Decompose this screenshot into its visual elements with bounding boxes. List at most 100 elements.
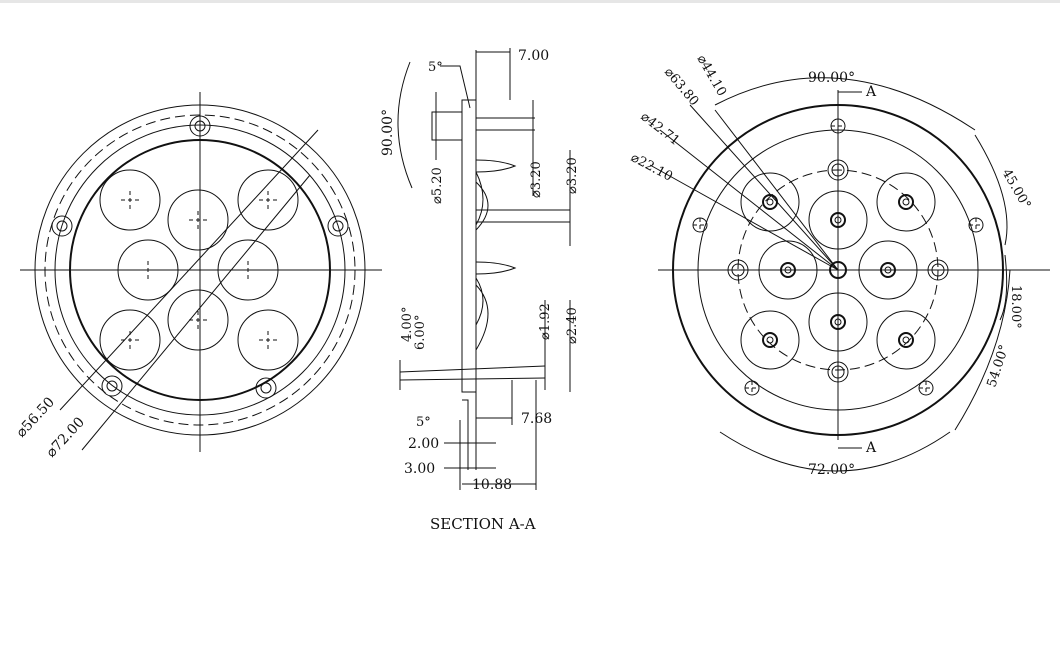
right-cavity-6	[808, 292, 868, 352]
leader-d4410	[714, 109, 839, 271]
mid-passage	[476, 209, 570, 223]
right-pin-outer-3	[827, 361, 849, 383]
bolt-hole-inner-1	[56, 220, 68, 232]
right-pin-inner-2	[931, 263, 945, 277]
arc-72deg	[719, 431, 951, 472]
dim-chamfer-bottom: 5°	[416, 415, 431, 430]
right-cavity-pin-4	[884, 266, 892, 274]
leader-d4271	[659, 129, 839, 271]
dim-768: 7.68	[521, 411, 552, 427]
dim-a45: 45.00°	[999, 167, 1034, 212]
section-view: 7.00 5° 90.00° ⌀5.20 ⌀3.20 ⌀3.20 4.00° 6…	[380, 48, 580, 533]
cavity-holes	[99, 169, 299, 371]
lobe-3	[475, 261, 517, 275]
arc-45deg	[974, 134, 1008, 246]
dim-d4410: ⌀44.10	[694, 53, 730, 100]
right-cavity-core-5	[762, 332, 778, 348]
dim-angle-90: 90.00°	[380, 109, 396, 156]
right-pin-inner-1	[731, 263, 745, 277]
bottom-stem	[462, 399, 469, 470]
right-cavity-pin-0	[766, 198, 774, 206]
cavity-hole-6	[167, 289, 229, 351]
dim-angle-4: 4.00°	[400, 307, 415, 342]
right-pin-outer-2	[927, 259, 949, 281]
bolt-hole-outer-4	[255, 377, 277, 399]
bolt-holes	[51, 115, 349, 399]
section-body	[461, 99, 477, 393]
right-cavity-pin-7	[902, 336, 910, 344]
right-cavity-core-3	[780, 262, 796, 278]
leader-d5650	[59, 129, 319, 411]
bolt-hole-outer-2	[327, 215, 349, 237]
leader-d6380	[689, 104, 839, 271]
cavity-hole-3	[117, 239, 179, 301]
top-bore	[431, 100, 463, 141]
right-cavity-core-2	[898, 194, 914, 210]
dim-d320a: ⌀3.20	[529, 161, 544, 198]
cavity-hole-5	[99, 309, 161, 371]
dim-a90: 90.00°	[808, 70, 855, 86]
leader-d2210	[649, 164, 839, 271]
right-cavity-2	[876, 172, 936, 232]
dim-700: 7.00	[518, 48, 549, 64]
top-view: ⌀44.10 ⌀63.80 ⌀42.71 ⌀22.10 90.00° 45.00…	[628, 53, 1050, 478]
right-cavity-pin-5	[766, 336, 774, 344]
right-cavity-holes	[740, 172, 936, 370]
right-cavity-core-4	[880, 262, 896, 278]
bolt-hole-inner-0	[194, 120, 206, 132]
section-markers	[838, 91, 862, 449]
right-cavity-pin-2	[902, 198, 910, 206]
right-pin-outer-1	[727, 259, 749, 281]
right-cavity-3	[758, 240, 818, 300]
dim-1088: 10.88	[472, 477, 512, 493]
dim-bore: ⌀5.20	[430, 167, 445, 204]
cavity-hole-0	[99, 169, 161, 231]
lobe-4	[475, 277, 489, 351]
dim-d240: ⌀2.40	[565, 307, 580, 344]
cavity-hole-1	[167, 189, 229, 251]
right-cavity-5	[740, 310, 800, 370]
right-cavity-1	[808, 190, 868, 250]
bottom-taper	[399, 365, 546, 381]
section-mark-bottom: A	[865, 440, 877, 456]
arc-90	[397, 61, 413, 189]
lobe-2	[475, 171, 489, 231]
section-title: SECTION A-A	[430, 515, 536, 533]
right-pin-inner-3	[831, 365, 845, 379]
right-small-holes	[692, 118, 984, 396]
dim-d2210: ⌀22.10	[628, 150, 675, 184]
dim-d5650: ⌀56.50	[13, 394, 58, 440]
bolt-hole-inner-4	[260, 382, 272, 394]
right-cavity-pin-6	[834, 318, 842, 326]
section-mark-top: A	[865, 84, 877, 100]
top-passage	[476, 117, 535, 131]
arc-90deg	[714, 77, 976, 131]
right-cavity-4	[858, 240, 918, 300]
window-top-border	[0, 0, 1060, 3]
dim-d320b: ⌀3.20	[565, 157, 580, 194]
right-cavity-core-1	[830, 212, 846, 228]
dim-d4271: ⌀42.71	[638, 109, 683, 149]
cavity-hole-4	[217, 239, 279, 301]
dim-chamfer-top: 5°	[428, 60, 443, 75]
front-view: ⌀56.50 ⌀72.00	[13, 92, 382, 461]
arc-18deg	[999, 254, 1008, 321]
cavity-hole-7	[237, 309, 299, 371]
right-cavity-core-7	[898, 332, 914, 348]
dim-300: 3.00	[404, 461, 435, 477]
bolt-hole-inner-2	[332, 220, 344, 232]
right-cavity-core-6	[830, 314, 846, 330]
right-cavity-pin-1	[834, 216, 842, 224]
bolt-hole-outer-0	[189, 115, 211, 137]
leader-d7200	[81, 174, 311, 451]
leader-chamfer	[440, 65, 471, 109]
dim-a54: 54.00°	[985, 343, 1013, 389]
dim-d192: ⌀1.92	[538, 303, 553, 340]
bolt-hole-outer-3	[101, 375, 123, 397]
right-pin-inner-0	[831, 163, 845, 177]
bolt-hole-outer-1	[51, 215, 73, 237]
right-cavity-pin-3	[784, 266, 792, 274]
lobe-1	[475, 159, 517, 173]
right-cavity-7	[876, 310, 936, 370]
